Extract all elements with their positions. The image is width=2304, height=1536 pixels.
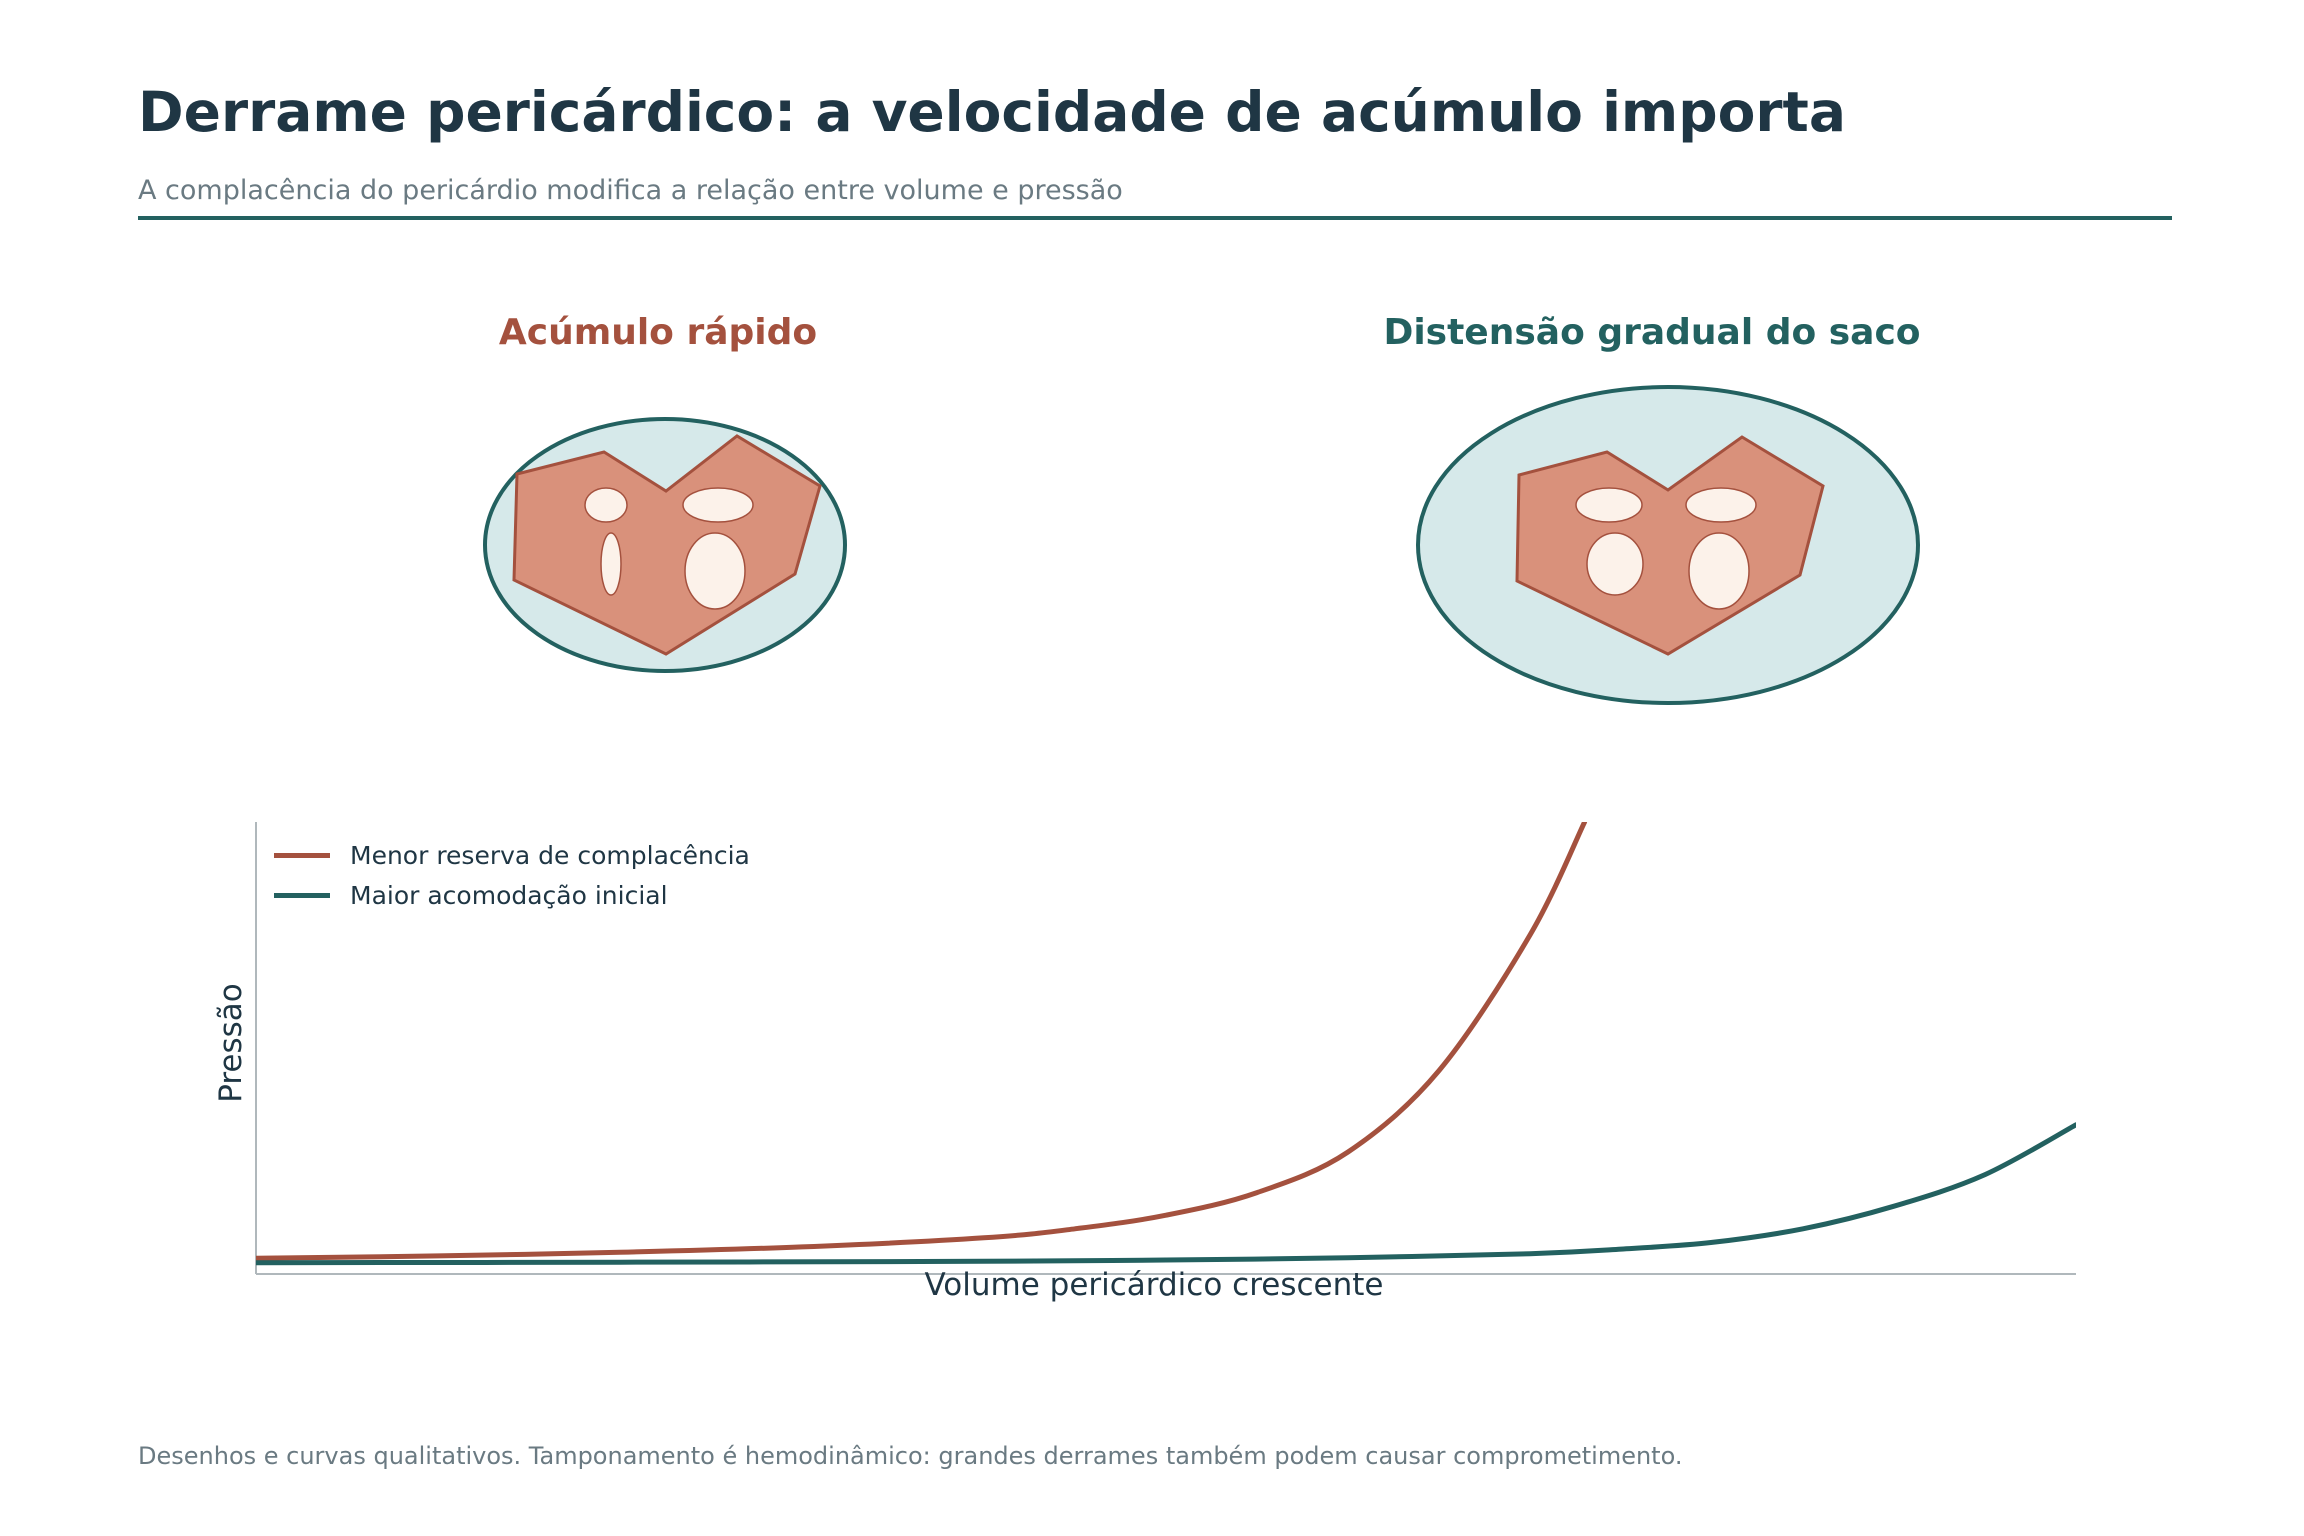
- chart-legend: Menor reserva de complacência Maior acom…: [274, 835, 750, 915]
- y-axis-label: Pressão: [213, 983, 249, 1103]
- page-title: Derrame pericárdico: a velocidade de acú…: [138, 80, 1846, 144]
- heart-chamber: [1685, 487, 1757, 523]
- panel-title-gradual: Distensão gradual do saco: [1383, 312, 1921, 353]
- header-divider: [138, 216, 2172, 220]
- heart-chamber: [1575, 487, 1643, 523]
- heart-in-pericardium-distended-icon: [1416, 385, 1920, 705]
- legend-label: Menor reserva de complacência: [350, 840, 750, 870]
- heart-chamber: [600, 532, 622, 596]
- footnote: Desenhos e curvas qualitativos. Tamponam…: [138, 1442, 1683, 1470]
- heart-chamber: [684, 532, 746, 610]
- legend-item-low-compliance: Menor reserva de complacência: [274, 835, 750, 875]
- series-line-high-accommodation: [256, 1122, 2076, 1266]
- heart-chamber: [682, 487, 754, 523]
- heart-chamber: [1586, 532, 1644, 596]
- page-subtitle: A complacência do pericárdio modifica a …: [138, 175, 1123, 206]
- legend-swatch: [274, 892, 330, 898]
- x-axis-label: Volume pericárdico crescente: [924, 1267, 1384, 1303]
- heart-shape: [512, 434, 822, 656]
- series-layer: [256, 822, 2076, 1266]
- heart-chamber: [1688, 532, 1750, 610]
- legend-item-high-accommodation: Maior acomodação inicial: [274, 875, 750, 915]
- illustrations: [483, 385, 1920, 705]
- legend-swatch: [274, 852, 330, 858]
- panel-title-rapid: Acúmulo rápido: [498, 312, 818, 353]
- series-line-low-compliance: [256, 822, 1588, 1261]
- legend-label: Maior acomodação inicial: [350, 880, 668, 910]
- heart-chamber: [584, 487, 628, 523]
- heart-in-pericardium-tight-icon: [483, 417, 847, 673]
